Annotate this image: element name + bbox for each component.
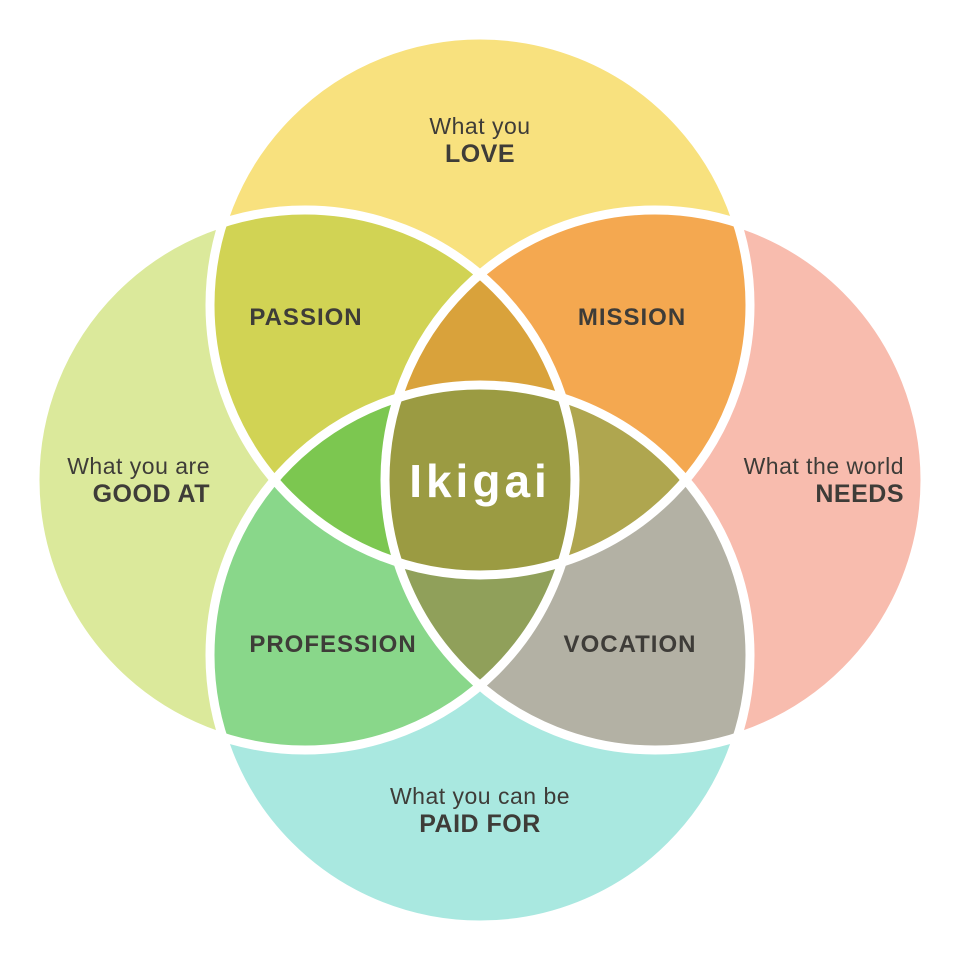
paid-for-caption: What you can be PAID FOR	[390, 782, 570, 838]
needs-caption-line1: What the world	[743, 453, 904, 479]
circle-outlines	[30, 30, 930, 930]
paid-for-caption-line1: What you can be	[389, 783, 571, 809]
needs-caption: What the world NEEDS	[744, 452, 904, 508]
region-love-needs-paidfor	[385, 385, 750, 575]
love-caption-line2: LOVE	[444, 140, 516, 168]
region-love-goodat-needs	[385, 210, 575, 575]
region-love-goodat-paidfor	[210, 385, 575, 575]
good-at-caption-line1: What you are	[67, 453, 210, 479]
needs-caption-line2: NEEDS	[815, 480, 904, 508]
paid-for-caption-line2: PAID FOR	[419, 810, 541, 838]
love-caption-line1: What you	[429, 113, 531, 139]
love-caption: What you LOVE	[429, 112, 530, 168]
good-at-caption: What you are GOOD AT	[67, 452, 210, 508]
mission-label: MISSION	[577, 304, 687, 331]
passion-label: PASSION	[249, 304, 363, 331]
profession-label: PROFESSION	[249, 631, 417, 658]
region-goodat-needs-paidfor	[385, 385, 575, 750]
ikigai-center-label: Ikigai	[409, 455, 551, 507]
good-at-caption-line2: GOOD AT	[92, 480, 210, 508]
vocation-label: VOCATION	[563, 631, 697, 658]
